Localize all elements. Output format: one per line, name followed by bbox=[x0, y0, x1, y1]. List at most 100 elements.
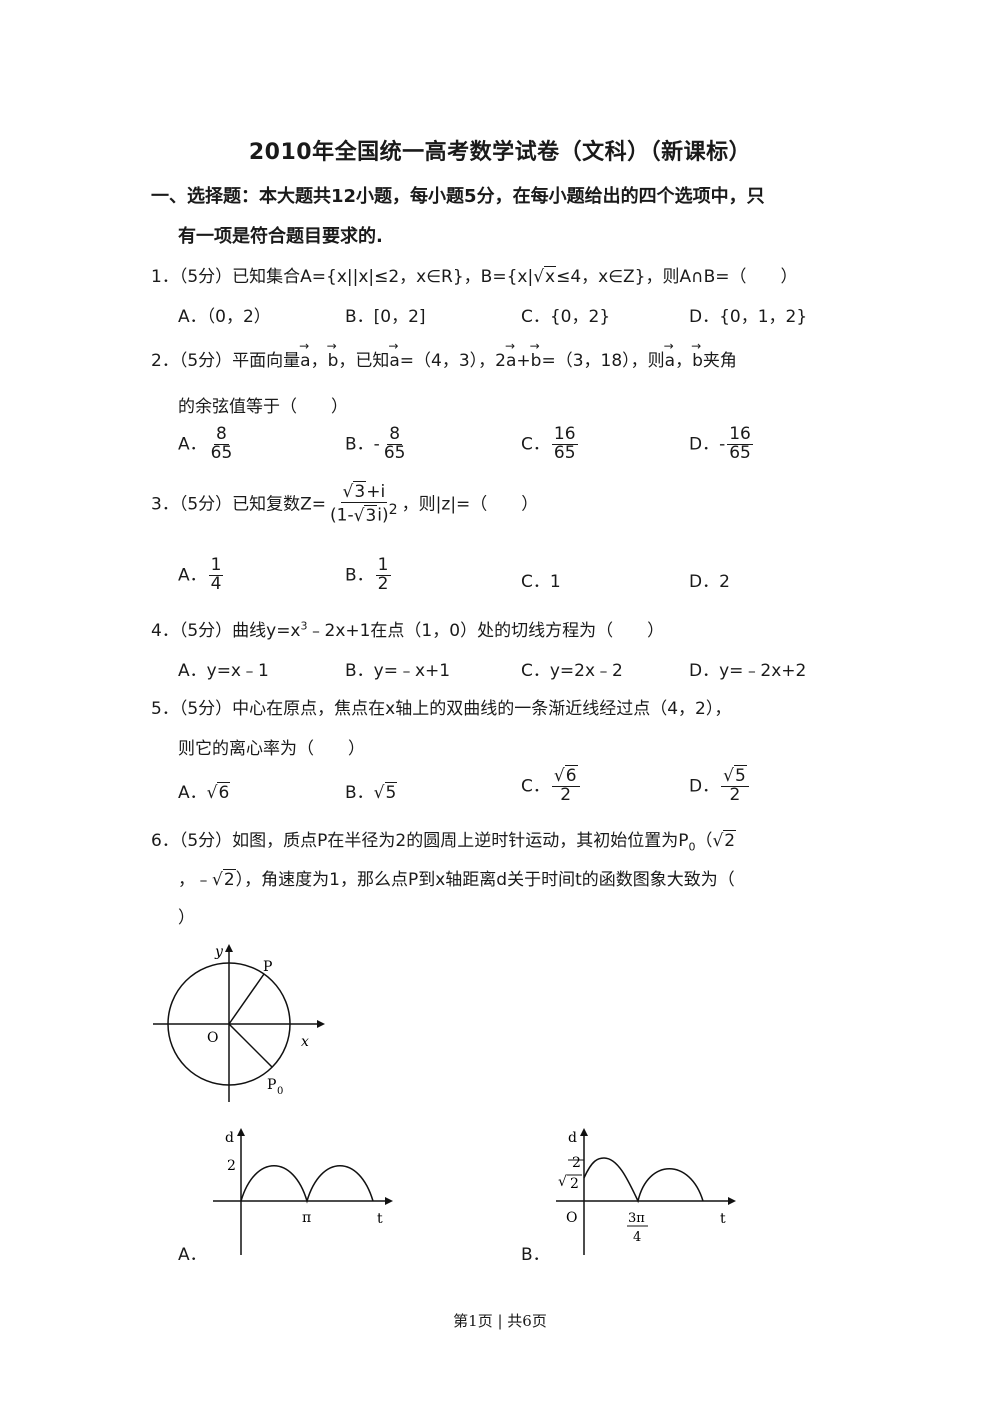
x-label: x bbox=[301, 1034, 309, 1050]
option-label: A． bbox=[178, 565, 207, 586]
d-axis-arrow bbox=[237, 1128, 245, 1136]
question-5: 5．（5分）中心在原点，焦点在x轴上的双曲线的一条渐近线经过点（4，2）， bbox=[151, 699, 732, 719]
p-label: P bbox=[263, 959, 272, 975]
x-tick-label: π bbox=[302, 1210, 311, 1226]
q2-plus: + bbox=[516, 351, 531, 371]
sqrt-symbol: √ bbox=[558, 1174, 567, 1190]
sqrt: √2 bbox=[712, 830, 737, 851]
vector-a: a bbox=[299, 339, 310, 371]
question-6: 6．（5分）如图，质点P在半径为2的圆周上逆时针运动，其初始位置为P0（√2 bbox=[151, 830, 737, 854]
sqrt: √2 bbox=[212, 869, 236, 890]
p0-label: P bbox=[267, 1077, 276, 1093]
q2-stem-e: 夹角 bbox=[702, 351, 737, 371]
q4-option-c[interactable]: C．y=2x﹣2 bbox=[521, 661, 623, 681]
graph-a: d t 2 π bbox=[213, 1128, 393, 1255]
option-label: C． bbox=[521, 776, 550, 797]
q2-comma: ， bbox=[675, 351, 693, 371]
q3-stem: 3．（5分）已知复数Z= bbox=[151, 494, 327, 515]
d-label: d bbox=[568, 1130, 577, 1146]
q5-option-b[interactable]: B．√5 bbox=[345, 778, 398, 803]
x-tick-denominator: 4 bbox=[633, 1230, 641, 1245]
q3-option-d[interactable]: D．2 bbox=[689, 572, 730, 592]
option-label: C． bbox=[521, 434, 550, 455]
q4-option-a[interactable]: A．y=x﹣1 bbox=[178, 661, 269, 681]
minus-sign: - bbox=[373, 434, 380, 455]
q1-option-c[interactable]: C．{0，2} bbox=[521, 307, 611, 327]
t-label: t bbox=[720, 1211, 726, 1227]
q4-option-b[interactable]: B．y=﹣x+1 bbox=[345, 661, 451, 681]
sqrt: √5 bbox=[723, 765, 747, 786]
option-label: A． bbox=[178, 434, 207, 455]
option-label: B． bbox=[345, 783, 374, 803]
curve bbox=[240, 1165, 374, 1204]
y-tick-label: 2 bbox=[572, 1155, 581, 1171]
option-label: B． bbox=[345, 434, 374, 455]
q6-option-b[interactable]: B． bbox=[521, 1245, 550, 1265]
q1-stem-tail: ≤4，x∈Z}，则A∩B=（ ） bbox=[556, 267, 798, 287]
y-label: y bbox=[214, 944, 224, 960]
question-4: 4．（5分）曲线y=x3﹣2x+1在点（1，0）处的切线方程为（ ） bbox=[151, 619, 665, 641]
y-axis-arrow bbox=[225, 944, 233, 952]
sqrt: √3 bbox=[342, 481, 367, 502]
q2-stem-line2: 的余弦值等于（ ） bbox=[178, 397, 348, 417]
section-heading-cont: 有一项是符合题目要求的. bbox=[178, 226, 383, 247]
sqrt: √6 bbox=[553, 765, 578, 786]
minus-sign: - bbox=[719, 434, 726, 455]
q1-option-a[interactable]: A．（0，2） bbox=[178, 307, 271, 327]
q1-sqrt: √x bbox=[533, 266, 557, 287]
page-footer: 第1页 | 共6页 bbox=[453, 1312, 547, 1330]
y-tick-label-sqrt: 2 bbox=[570, 1176, 579, 1192]
q2-stem-d: =（3，18），则 bbox=[541, 351, 665, 371]
vector-b: b bbox=[530, 339, 542, 371]
q2-stem-a: 2．（5分）平面向量 bbox=[151, 351, 301, 371]
origin-label: O bbox=[566, 1210, 577, 1226]
q2-comma: ， bbox=[310, 351, 328, 371]
q1-option-d[interactable]: D．{0，1，2} bbox=[689, 307, 808, 327]
circle-figure: y x O P P 0 bbox=[153, 944, 325, 1102]
q4-option-d[interactable]: D．y=﹣2x+2 bbox=[689, 661, 807, 681]
x-axis-arrow bbox=[317, 1020, 325, 1028]
q1-stem: 1．（5分）已知集合A={x||x|≤2，x∈R}，B={x| bbox=[151, 267, 534, 287]
question-3: 3．（5分）已知复数Z=√3+i(1-√3i)2，则|z|=（ ） bbox=[151, 481, 539, 526]
origin-label: O bbox=[207, 1030, 218, 1046]
q3-stem-tail: ，则|z|=（ ） bbox=[401, 494, 539, 515]
graph-b: d t O 2 √ 2 3π 4 bbox=[556, 1128, 736, 1255]
circle bbox=[167, 962, 291, 1086]
q5-stem-line2: 则它的离心率为（ ） bbox=[178, 739, 365, 759]
option-label: B． bbox=[345, 565, 374, 586]
q1-option-b[interactable]: B．[0，2] bbox=[345, 307, 426, 327]
q3-option-c[interactable]: C．1 bbox=[521, 572, 561, 592]
q6-stem-line2: ，﹣√2），角速度为1，那么点P到x轴距离d关于时间t的函数图象大致为（ bbox=[178, 869, 735, 890]
t-axis-arrow bbox=[728, 1197, 736, 1205]
y-tick-label: 2 bbox=[227, 1158, 236, 1174]
q6-stem-line3: ） bbox=[178, 908, 195, 928]
sqrt: √5 bbox=[373, 782, 398, 803]
vector-a: a bbox=[664, 339, 675, 371]
q2-stem-b: ，已知 bbox=[338, 351, 390, 371]
x-tick-numerator: 3π bbox=[628, 1211, 645, 1226]
sqrt: √6 bbox=[206, 782, 231, 803]
d-label: d bbox=[225, 1130, 234, 1146]
q3-fraction: √3+i(1-√3i)2 bbox=[330, 481, 398, 526]
p0-subscript: 0 bbox=[277, 1086, 283, 1097]
q6-option-a[interactable]: A． bbox=[178, 1245, 207, 1265]
question-1: 1．（5分）已知集合A={x||x|≤2，x∈R}，B={x|√x≤4，x∈Z}… bbox=[151, 262, 797, 287]
q5-option-a[interactable]: A．√6 bbox=[178, 778, 231, 803]
page-title: 2010年全国统一高考数学试卷（文科）（新课标） bbox=[248, 140, 752, 165]
q2-stem-c: =（4，3），2 bbox=[399, 351, 506, 371]
